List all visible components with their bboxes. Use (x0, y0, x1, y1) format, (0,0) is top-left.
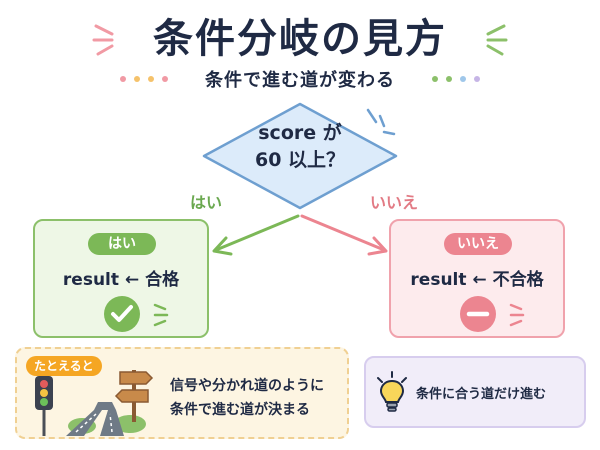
title-sparkle-right-icon (486, 24, 508, 56)
decision-line-1: score が (258, 122, 342, 144)
no-badge: いいえ (444, 233, 512, 255)
no-assignment: result ← 不合格 (410, 270, 544, 290)
no-branch-label: いいえ (370, 193, 419, 212)
title-sparkle-left-icon (92, 24, 114, 56)
no-arrow (300, 214, 386, 252)
no-result-box: いいえ result ← 不合格 (389, 219, 565, 338)
yes-result-box: はい result ← 合格 (33, 219, 209, 338)
example-badge: たとえると (26, 356, 102, 376)
no-arrowhead (367, 236, 388, 256)
diamond-sparkle-icon (366, 108, 396, 136)
crossroads-scene-icon (35, 370, 154, 436)
minus-circle-icon (460, 296, 496, 332)
decision-condition: score が 60 以上？ (230, 120, 370, 174)
example-line-2: 条件で進む道が決まる (170, 402, 310, 418)
yes-branch-label: はい (190, 193, 223, 212)
yes-arrow (214, 214, 300, 252)
decision-line-2: 60 以上？ (254, 149, 346, 171)
check-circle-icon (104, 296, 140, 332)
yes-badge: はい (88, 233, 156, 255)
tip-text: 条件に合う道だけ進む (416, 387, 547, 402)
decision-diamond (202, 102, 398, 210)
example-line-1: 信号や分かれ道のように (170, 378, 324, 394)
no-sparkle-icon (509, 303, 525, 327)
yes-sparkle-icon (153, 303, 169, 327)
example-text: 信号や分かれ道のように 条件で進む道が決まる (170, 374, 350, 422)
yes-arrowhead (212, 236, 233, 256)
yes-assignment: result ← 合格 (62, 270, 180, 290)
page-subtitle: 条件で進む道が変わる (205, 70, 395, 91)
lightbulb-icon (377, 371, 407, 412)
page-title: 条件分岐の見方 (153, 16, 447, 62)
